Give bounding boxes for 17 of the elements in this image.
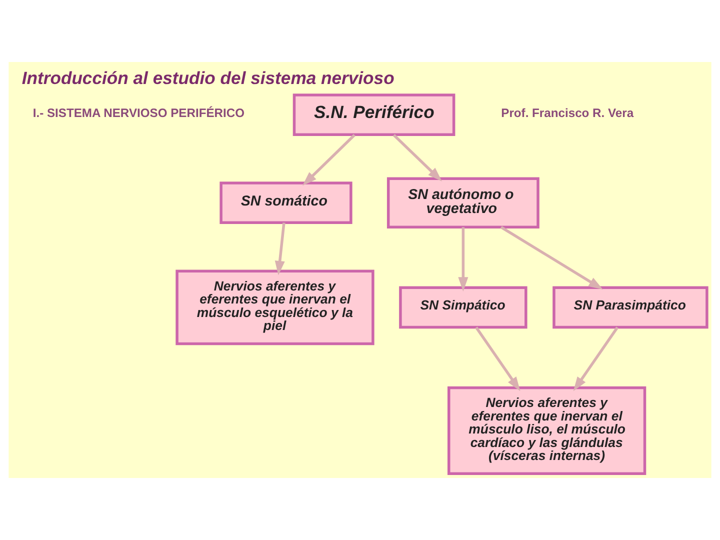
node-box: SN somático — [220, 182, 352, 224]
arrow — [573, 326, 619, 392]
arrow — [500, 226, 603, 290]
label: Prof. Francisco R. Vera — [501, 106, 634, 120]
arrow — [458, 227, 468, 292]
node-box: S.N. Periférico — [292, 94, 456, 136]
arrow — [274, 222, 286, 276]
label: I.- SISTEMA NERVIOSO PERIFÉRICO — [32, 106, 245, 120]
arrow — [392, 134, 442, 182]
diagram-title: Introducción al estudio del sistema nervioso — [22, 68, 394, 88]
node-box: Nervios aferentes y eferentes que inervan el músculo liso, el músculo cardíaco y las glándulas (vísceras internas) — [448, 386, 646, 475]
node-box: Nervios aferentes y eferentes que inervan el músculo esquelético y la piel — [176, 270, 374, 346]
node-box: SN Simpático — [399, 286, 528, 329]
arrow — [302, 134, 356, 186]
node-box: SN autónomo o vegetativo — [386, 177, 540, 228]
arrow — [475, 326, 520, 392]
node-box: SN Parasimpático — [552, 286, 708, 329]
